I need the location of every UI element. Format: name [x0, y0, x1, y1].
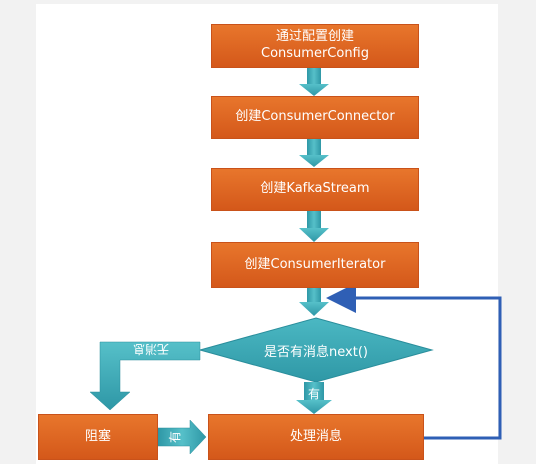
step-create-consumer-config: 通过配置创建 ConsumerConfig: [211, 24, 419, 68]
arrow-decision-block: [89, 341, 201, 411]
arrow-block-process: [157, 419, 207, 455]
arrow-decision-process: [296, 382, 332, 414]
block-box: 阻塞: [38, 414, 158, 460]
step-create-consumer-iterator: 创建ConsumerIterator: [211, 242, 419, 288]
edge-label-has-message: 有: [167, 431, 182, 444]
step-create-consumer-connector: 创建ConsumerConnector: [211, 96, 419, 139]
edge-label-no-message: 无消息: [133, 342, 170, 357]
step-create-kafka-stream: 创建KafkaStream: [211, 168, 419, 211]
process-message-box: 处理消息: [208, 414, 424, 460]
loop-back-line: [326, 283, 502, 440]
arrow-step4-decision: [299, 288, 329, 316]
arrow-step3-step4: [299, 211, 329, 242]
arrow-step1-step2: [299, 68, 329, 96]
arrow-step2-step3: [299, 139, 329, 167]
decision-label: 是否有消息next(): [264, 344, 368, 360]
edge-label-yes: 有: [307, 386, 320, 401]
